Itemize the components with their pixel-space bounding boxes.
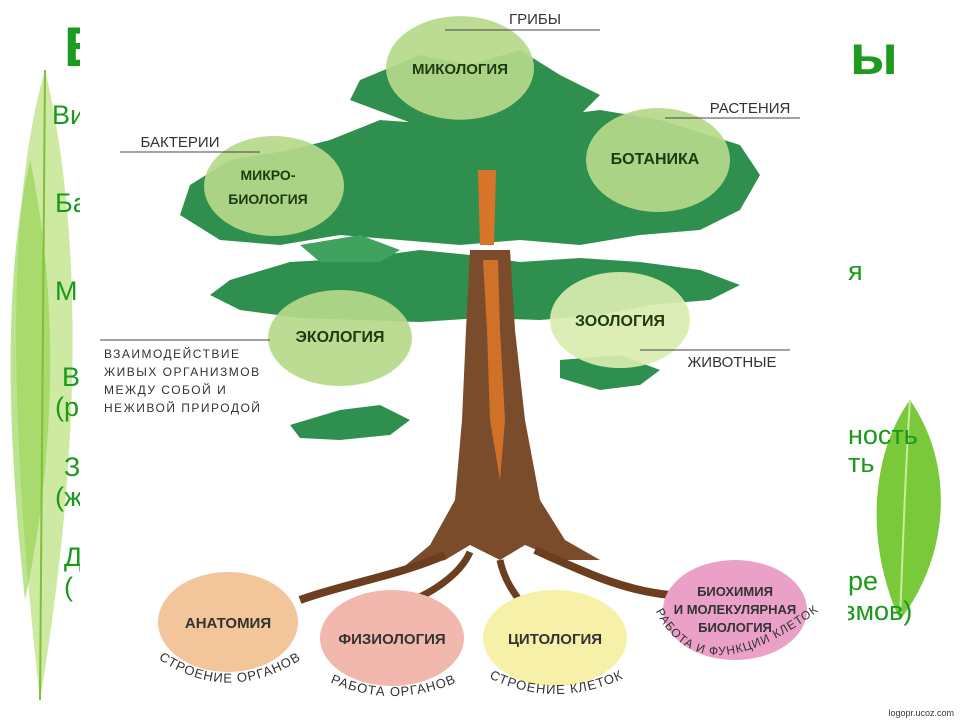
slide-text-fragment: (р — [55, 392, 80, 422]
root-label: БИОЛОГИЯ — [698, 620, 772, 635]
root-cytology: ЦИТОЛОГИЯ СТРОЕНИЕ КЛЕТОК — [483, 590, 627, 697]
root-physiology: ФИЗИОЛОГИЯ РАБОТА ОРГАНОВ — [320, 590, 464, 699]
branch-zoology: ЗООЛОГИЯ ЖИВОТНЫЕ — [550, 272, 790, 371]
slide-text-fragment: я — [848, 256, 863, 286]
root-biochemistry: БИОХИМИЯ И МОЛЕКУЛЯРНАЯ БИОЛОГИЯ РАБОТА … — [653, 560, 820, 660]
slide-text-fragment: Ви — [52, 100, 86, 130]
branch-caption: БАКТЕРИИ — [141, 134, 220, 151]
leaf-decoration-right — [876, 399, 941, 621]
branch-caption: ЖИВОТНЫЕ — [687, 354, 776, 371]
slide-text-fragment: (ж — [55, 482, 83, 512]
slide-title-fragment-right: ы — [850, 23, 898, 86]
biology-tree-diagram: МИКОЛОГИЯ ГРИБЫ БОТАНИКА РАСТЕНИЯ МИКРО-… — [100, 11, 820, 699]
branch-caption: ГРИБЫ — [509, 11, 561, 28]
slide-text-fragment: ( — [64, 572, 73, 602]
tree-image-panel: МИКОЛОГИЯ ГРИБЫ БОТАНИКА РАСТЕНИЯ МИКРО-… — [80, 0, 848, 720]
branch-caption: МЕЖДУ СОБОЙ И — [104, 382, 227, 397]
root-label: БИОХИМИЯ — [697, 584, 773, 599]
branch-mycology: МИКОЛОГИЯ ГРИБЫ — [386, 11, 600, 120]
branch-caption: РАСТЕНИЯ — [710, 100, 791, 117]
branch-label: МИКРО- — [241, 167, 296, 183]
slide-text-fragment: ре — [848, 566, 879, 596]
leaf-decoration-left — [10, 69, 73, 701]
root-label: ФИЗИОЛОГИЯ — [338, 631, 445, 648]
slide-text-fragment: ность — [848, 420, 918, 450]
root-anatomy: АНАТОМИЯ СТРОЕНИЕ ОРГАНОВ — [157, 572, 302, 686]
root-label: АНАТОМИЯ — [185, 615, 271, 632]
branch-caption: ЖИВЫХ ОРГАНИЗМОВ — [104, 365, 261, 379]
branch-caption: НЕЖИВОЙ ПРИРОДОЙ — [104, 400, 261, 415]
branch-microbiology: МИКРО- БИОЛОГИЯ БАКТЕРИИ — [120, 134, 344, 236]
slide-text-fragment: Д — [64, 542, 83, 572]
watermark: logopr.ucoz.com — [888, 708, 954, 718]
root-label: ЦИТОЛОГИЯ — [508, 631, 602, 648]
branch-caption: ВЗАИМОДЕЙСТВИЕ — [104, 346, 241, 361]
slide-text-fragment: ть — [848, 448, 875, 478]
slide-text-fragment: В — [62, 362, 81, 392]
branch-label: ЗООЛОГИЯ — [575, 313, 665, 330]
branch-label: МИКОЛОГИЯ — [412, 61, 508, 78]
slide-text-fragment: М — [55, 276, 78, 306]
branch-label: ЭКОЛОГИЯ — [296, 329, 385, 346]
branch-label: БОТАНИКА — [611, 151, 700, 168]
branch-label: БИОЛОГИЯ — [228, 191, 307, 207]
branch-botany: БОТАНИКА РАСТЕНИЯ — [586, 100, 800, 212]
branch-ecology: ЭКОЛОГИЯ ВЗАИМОДЕЙСТВИЕ ЖИВЫХ ОРГАНИЗМОВ… — [100, 290, 412, 415]
slide-text-fragment: З — [64, 452, 81, 482]
root-label: И МОЛЕКУЛЯРНАЯ — [674, 602, 796, 617]
